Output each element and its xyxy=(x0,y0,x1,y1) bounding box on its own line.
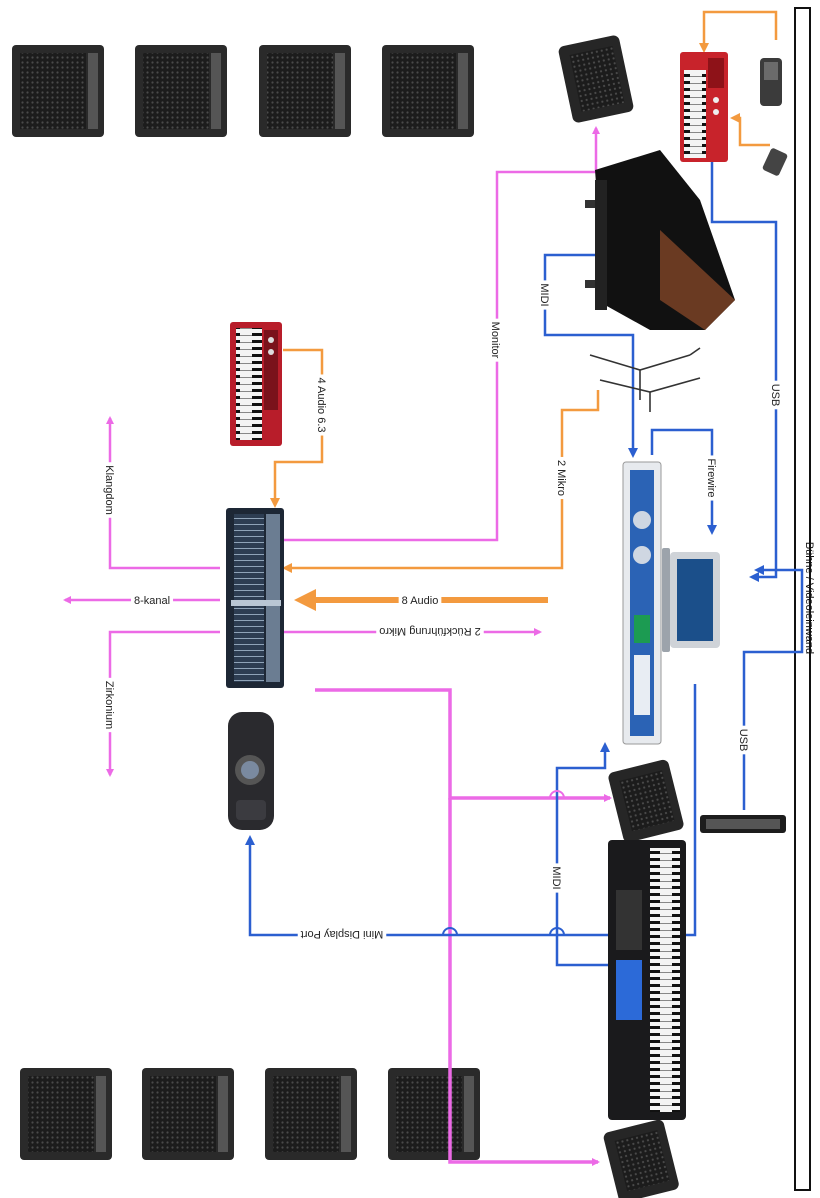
label-monitor: Monitor xyxy=(489,322,501,359)
red-synthesizer xyxy=(230,322,282,446)
laptop xyxy=(662,548,720,652)
label-firewire: Firewire xyxy=(705,458,717,497)
speaker-bottom-2 xyxy=(142,1068,234,1160)
label-usb-bottom: USB xyxy=(737,729,749,752)
label-8-kanal: 8-kanal xyxy=(134,595,170,607)
stage-keyboard xyxy=(608,840,686,1120)
sustain-pedal xyxy=(760,58,782,106)
speaker-top-1 xyxy=(12,45,104,137)
monitor-speaker-bottom xyxy=(602,1119,680,1198)
speaker-bottom-4 xyxy=(388,1068,480,1160)
label-midi-bottom: MIDI xyxy=(550,866,562,889)
monitor-speaker-mid xyxy=(607,759,685,844)
line-hops xyxy=(443,791,564,935)
speaker-bottom-3 xyxy=(265,1068,357,1160)
label-mini-display-port: Mini Display Port xyxy=(301,928,384,940)
label-midi-top: MIDI xyxy=(538,283,550,306)
label-zirkonium: Zirkonium xyxy=(103,681,115,729)
speaker-top-2 xyxy=(135,45,227,137)
pedal-small xyxy=(762,147,788,176)
magenta-lines xyxy=(65,128,610,1162)
microphone-stands xyxy=(590,348,700,412)
pad-controller xyxy=(700,815,786,833)
label-8-audio: 8 Audio xyxy=(402,595,439,607)
label-rueckfuehrung: 2 Rückführung Mikro xyxy=(379,625,481,637)
monitor-speaker-top xyxy=(558,34,635,123)
label-usb-top: USB xyxy=(769,384,781,407)
stage-label: Bühne / Videoleinwand xyxy=(803,542,815,654)
audio-interface xyxy=(623,462,661,744)
label-2-mikro: 2 Mikro xyxy=(555,460,567,496)
speaker-top-3 xyxy=(259,45,351,137)
label-audio-6-3: 4 Audio 6.3 xyxy=(315,377,327,432)
midi-keyboard xyxy=(680,52,728,162)
mixing-console xyxy=(226,508,284,688)
speaker-bottom-1 xyxy=(20,1068,112,1160)
projector xyxy=(228,712,274,830)
label-klangdom: Klangdom xyxy=(103,465,115,515)
speaker-top-4 xyxy=(382,45,474,137)
